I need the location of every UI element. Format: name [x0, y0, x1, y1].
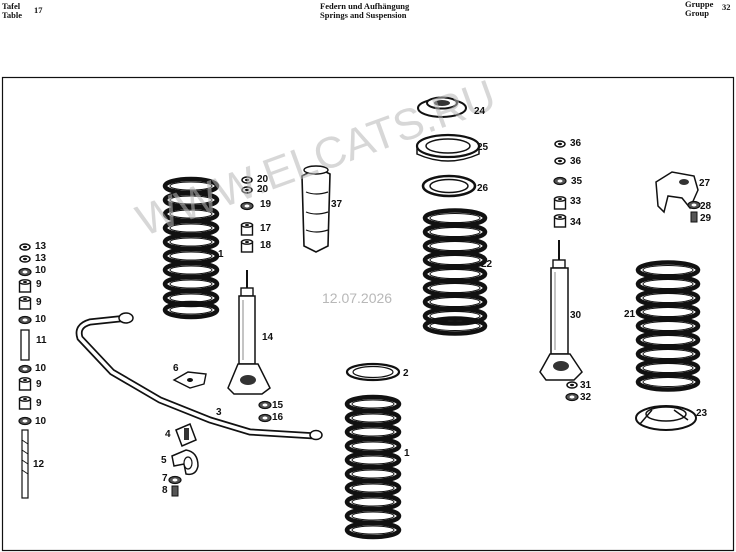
label-2: 2 — [403, 368, 409, 379]
label-4: 4 — [165, 429, 171, 440]
shock-absorber-14 — [227, 270, 271, 395]
left-hardware-column — [18, 243, 32, 499]
title-de: Federn und Aufhängung — [320, 1, 410, 11]
label-37: 37 — [331, 199, 343, 210]
spring-ring-26 — [421, 174, 477, 198]
label-1-lower: 1 — [404, 448, 410, 459]
group-number: 32 — [722, 2, 731, 12]
bolt-8 — [171, 485, 179, 497]
spring-1-lower — [347, 397, 399, 537]
label-36a: 36 — [570, 138, 582, 149]
label-15: 15 — [272, 400, 284, 411]
spring-seat-23 — [635, 405, 697, 431]
bump-stop-37 — [301, 165, 331, 253]
table-label-de: Tafel — [2, 1, 21, 11]
label-17: 17 — [260, 223, 272, 234]
table-number: 17 — [34, 5, 43, 15]
diagram-frame — [1, 76, 735, 552]
label-26: 26 — [477, 183, 489, 194]
rubber-mount-4 — [175, 423, 197, 447]
label-13b: 13 — [35, 253, 47, 264]
label-11: 11 — [36, 335, 47, 346]
label-7: 7 — [162, 473, 168, 484]
watermark-date: 12.07.2026 — [322, 290, 393, 306]
label-9c: 9 — [36, 379, 42, 390]
label-10b: 10 — [35, 314, 47, 325]
label-9a: 9 — [36, 279, 42, 290]
label-29: 29 — [700, 213, 712, 224]
label-22: 22 — [481, 259, 493, 270]
label-5: 5 — [161, 455, 167, 466]
spring-pad-25 — [415, 133, 481, 162]
plate-6 — [172, 371, 207, 389]
label-9d: 9 — [36, 398, 42, 409]
label-19: 19 — [260, 199, 272, 210]
label-1-upper: 1 — [218, 249, 224, 260]
label-10a: 10 — [35, 265, 47, 276]
label-24: 24 — [474, 106, 486, 117]
spring-seat-24 — [417, 96, 467, 118]
shock-absorber-30 — [539, 240, 583, 381]
label-21: 21 — [624, 309, 636, 320]
label-31: 31 — [580, 380, 592, 391]
label-6: 6 — [173, 363, 179, 374]
label-20b: 20 — [257, 184, 269, 195]
label-23: 23 — [696, 408, 708, 419]
label-32: 32 — [580, 392, 592, 403]
label-20a: 20 — [257, 174, 269, 185]
table-label-en: Table — [2, 10, 23, 20]
title-en: Springs and Suspension — [320, 10, 407, 20]
label-30: 30 — [570, 310, 582, 321]
label-25: 25 — [477, 142, 489, 153]
label-10d: 10 — [35, 416, 47, 427]
clamp-5 — [171, 449, 199, 476]
group-label-en: Group — [685, 8, 709, 18]
spring-ring-2 — [345, 362, 401, 382]
bracket-27 — [655, 171, 699, 214]
spring-21 — [638, 263, 698, 390]
label-12: 12 — [33, 459, 45, 470]
label-16: 16 — [272, 412, 284, 423]
stabilizer-bar-3 — [75, 312, 323, 441]
group-label-de: Gruppe — [685, 0, 714, 9]
spring-22 — [425, 211, 485, 334]
label-33: 33 — [570, 196, 582, 207]
label-3: 3 — [216, 407, 222, 418]
label-10c: 10 — [35, 363, 47, 374]
label-8: 8 — [162, 485, 168, 496]
label-28: 28 — [700, 201, 712, 212]
label-14: 14 — [262, 332, 274, 343]
label-27: 27 — [699, 178, 711, 189]
label-9b: 9 — [36, 297, 42, 308]
label-36b: 36 — [570, 156, 582, 167]
label-18: 18 — [260, 240, 272, 251]
label-13a: 13 — [35, 241, 47, 252]
label-35: 35 — [571, 176, 583, 187]
bolt-29 — [690, 211, 698, 223]
label-34: 34 — [570, 217, 582, 228]
